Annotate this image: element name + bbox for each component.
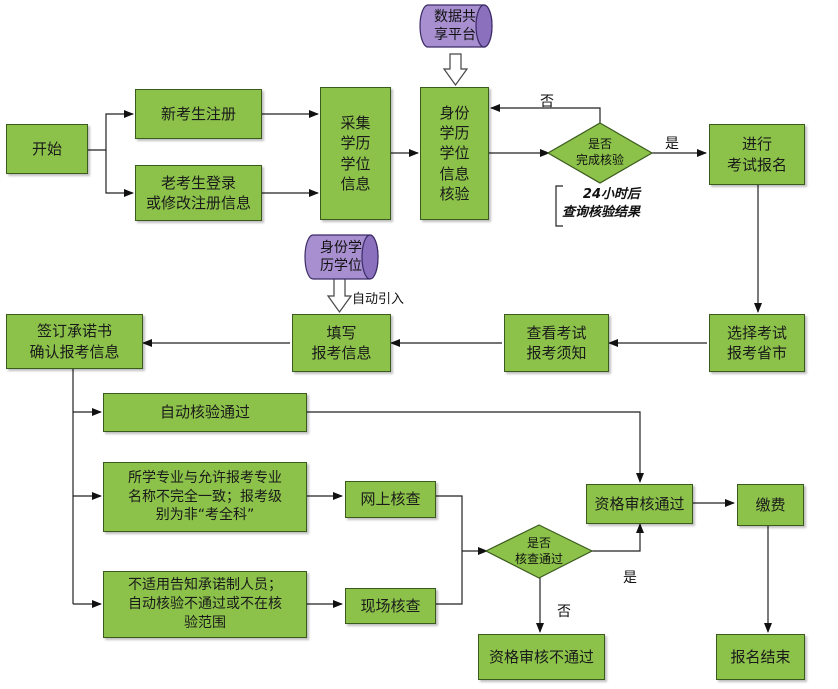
label-yes-complete: 是 <box>665 136 679 152</box>
register-node: 进行 考试报名 <box>709 124 805 185</box>
mismatch-node: 所学专业与允许报考专业 名称不完全一致；报考级 别为非“考全科” <box>103 462 307 532</box>
auto-pass-node: 自动核验通过 <box>103 393 307 432</box>
edge-start-oldlogin <box>105 150 134 197</box>
label-no-check: 否 <box>557 604 571 620</box>
edge-start-newreg <box>88 110 134 151</box>
cylinder-id-shape <box>304 234 379 280</box>
edge-online-diamond2 <box>436 495 463 605</box>
note-24-hours: 24小时后 查询核验结果 <box>562 187 641 220</box>
select-node: 选择考试 报考省市 <box>709 314 805 372</box>
diamond-checkpass-text: 是否 核查通过 <box>514 536 563 566</box>
label-no-complete: 否 <box>540 94 554 110</box>
verify-node: 身份 学历 学位 信息 核验 <box>420 87 489 220</box>
collect-node: 采集 学历 学位 信息 <box>320 87 391 220</box>
notice-node: 查看考试 报考须知 <box>504 314 609 372</box>
new-register-node: 新考生注册 <box>135 89 262 139</box>
sign-node: 签订承诺书 确认报考信息 <box>6 314 143 369</box>
cylinder-share-text: 数据共 享平台 <box>434 8 476 43</box>
cylinder-share-shape <box>419 4 493 48</box>
end-node: 报名结束 <box>716 634 805 680</box>
edge-autopass-qualpass <box>307 411 644 483</box>
start-node: 开始 <box>6 124 88 174</box>
label-yes-check: 是 <box>623 570 637 586</box>
qual-pass-node: 资格审核通过 <box>586 484 693 524</box>
pay-node: 缴费 <box>737 484 804 526</box>
edge-diamond2-yes <box>590 523 644 552</box>
hollow-arrow-id <box>326 276 353 314</box>
diamond-checkpass-shape <box>484 524 594 579</box>
cylinder-id-text: 身份学 历学位 <box>320 239 362 274</box>
note-bracket <box>555 185 563 227</box>
diamond-complete-shape <box>546 122 654 184</box>
unsuitable-node: 不适用告知承诺制人员； 自动核验不通过或不在核 验范围 <box>103 571 307 638</box>
fill-node: 填写 报考信息 <box>292 314 391 372</box>
label-auto-import: 自动引入 <box>352 292 405 307</box>
diamond-complete-text: 是否 完成核验 <box>575 137 624 167</box>
hollow-arrow-share <box>442 53 469 87</box>
online-check-node: 网上核查 <box>345 481 436 518</box>
onsite-check-node: 现场核查 <box>345 588 436 624</box>
old-login-node: 老考生登录 或修改注册信息 <box>135 165 262 221</box>
edge-diamond-no <box>490 104 601 127</box>
qual-fail-node: 资格审核不通过 <box>478 634 605 680</box>
